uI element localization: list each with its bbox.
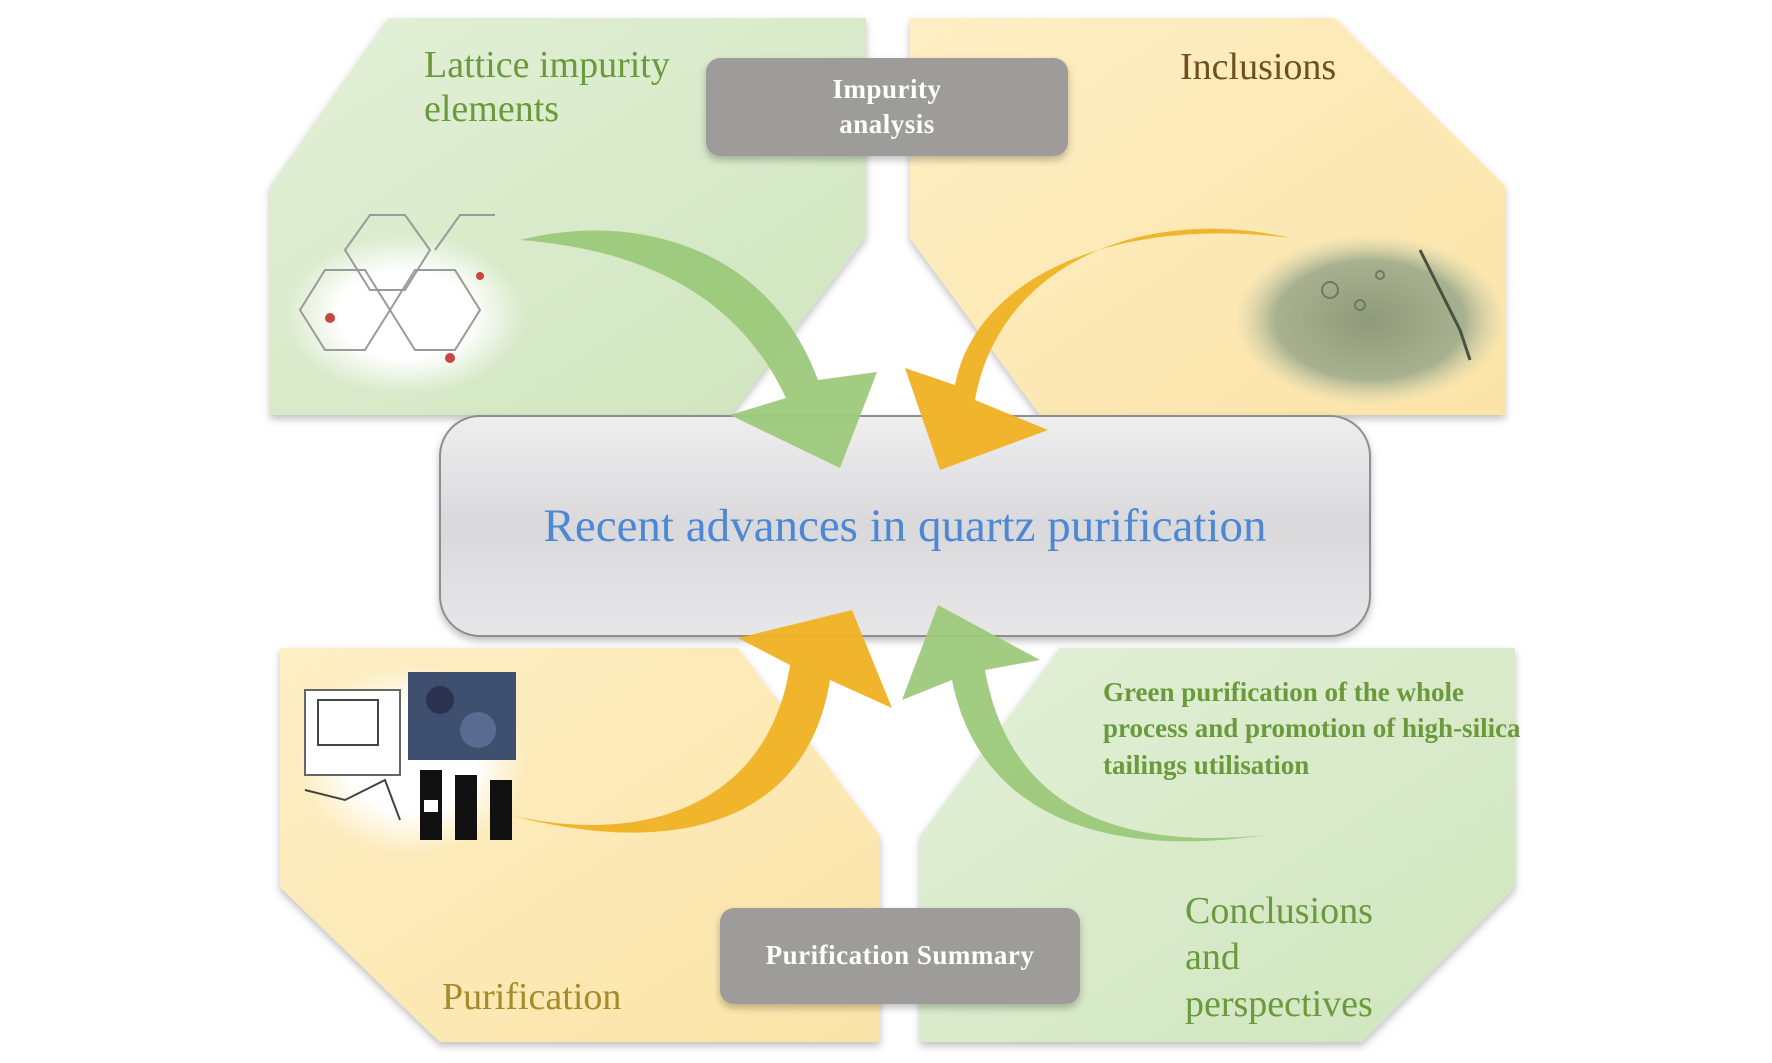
impurity-analysis-line-2: analysis — [839, 109, 935, 139]
conclusions-line-1: Conclusions — [1185, 890, 1373, 932]
center-box — [439, 415, 1371, 637]
purification-title: Purification — [442, 976, 622, 1018]
conclusions-title: Conclusions and perspectives — [1185, 888, 1373, 1027]
conclusions-line-2: and — [1185, 936, 1240, 979]
lattice-title-line-1: Lattice impurity — [424, 44, 670, 86]
impurity-analysis-pill — [706, 58, 1068, 156]
purification-summary-pill — [720, 908, 1080, 1004]
arrow-lattice-to-center — [520, 230, 877, 468]
arrow-inclusions-to-center — [905, 228, 1290, 470]
arrow-conclusions-to-center — [902, 605, 1265, 842]
inclusion-crystal-image — [1235, 235, 1505, 405]
impurity-analysis-line-1: Impurity — [832, 73, 942, 104]
purification-collage — [304, 672, 516, 840]
lattice-illustration-bg — [285, 235, 525, 395]
arrow-purification-to-center — [510, 610, 892, 833]
lattice-atoms — [325, 272, 484, 363]
conclusions-line-3: perspectives — [1185, 982, 1373, 1025]
lattice-title-line-2: elements — [424, 87, 560, 130]
lattice-impurity-title: Lattice impurity elements — [424, 44, 670, 131]
purification-summary-label: Purification Summary — [765, 940, 1035, 971]
green-purification-note: Green purification of the whole process … — [1103, 677, 1521, 780]
lattice-illustration — [298, 214, 495, 351]
impurity-analysis-label: Impurity analysis — [706, 58, 1068, 156]
center-title: Recent advances in quartz purification — [543, 500, 1267, 552]
inclusion-bubbles — [1321, 249, 1472, 361]
inclusions-title: Inclusions — [1180, 46, 1337, 88]
